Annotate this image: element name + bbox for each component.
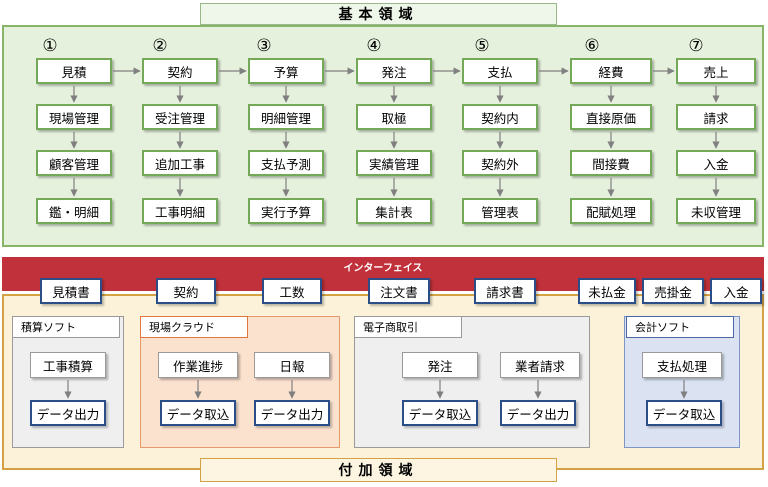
- head-keiyaku[interactable]: 契約: [142, 58, 218, 84]
- box-shiharai-shori[interactable]: 支払処理: [642, 352, 722, 378]
- item-kagami-meisai[interactable]: 鑑・明細: [36, 198, 112, 224]
- iface-nyukin[interactable]: 入金: [710, 278, 762, 304]
- panel-sekisan-title: 積算ソフト: [12, 316, 120, 338]
- item-kokyaku-kanri[interactable]: 顧客管理: [36, 150, 112, 176]
- head-keihi[interactable]: 経費: [570, 58, 652, 84]
- iface-miharaikin[interactable]: 未払金: [578, 278, 636, 304]
- panel-kaikei-soft: [624, 316, 740, 448]
- action-denshi-data-torikomi[interactable]: データ取込: [402, 400, 478, 426]
- step-number-2: ②: [152, 36, 168, 56]
- panel-denshi-title: 電子商取引: [354, 316, 462, 338]
- interface-label: インターフェイス: [343, 263, 423, 274]
- item-shukeihyo[interactable]: 集計表: [356, 198, 432, 224]
- panel-kaikei-title: 会計ソフト: [626, 316, 734, 338]
- item-kanrihyo[interactable]: 管理表: [462, 198, 538, 224]
- action-genba-data-torikomi[interactable]: データ取込: [160, 400, 236, 426]
- item-keiyaku-gai[interactable]: 契約外: [462, 150, 538, 176]
- item-juchu-kanri[interactable]: 受注管理: [142, 104, 218, 130]
- step-number-1: ①: [42, 36, 58, 56]
- action-denshi-data-shutsuryoku[interactable]: データ出力: [500, 400, 576, 426]
- head-uriage[interactable]: 売上: [676, 58, 756, 84]
- head-shiharai[interactable]: 支払: [462, 58, 538, 84]
- iface-seikyusho[interactable]: 請求書: [474, 278, 536, 304]
- step-number-5: ⑤: [474, 36, 490, 56]
- item-haifu-shori[interactable]: 配賦処理: [570, 198, 652, 224]
- box-gyosha-seikyu[interactable]: 業者請求: [500, 352, 580, 378]
- iface-chumonsho[interactable]: 注文書: [368, 278, 430, 304]
- panel-genba-cloud: [140, 316, 340, 448]
- iface-kosu[interactable]: 工数: [262, 278, 322, 304]
- box-koji-sekisan[interactable]: 工事積算: [30, 352, 106, 378]
- panel-denshi-shotorihiki: [354, 316, 590, 448]
- head-hachu[interactable]: 発注: [356, 58, 432, 84]
- item-genba-kanri[interactable]: 現場管理: [36, 104, 112, 130]
- item-mishu-kanri[interactable]: 未収管理: [676, 198, 756, 224]
- item-keiyaku-nai[interactable]: 契約内: [462, 104, 538, 130]
- iface-keiyaku[interactable]: 契約: [156, 278, 216, 304]
- item-jikko-yosan[interactable]: 実行予算: [248, 198, 324, 224]
- head-yosan[interactable]: 予算: [248, 58, 324, 84]
- iface-mitsumorisho[interactable]: 見積書: [40, 278, 102, 304]
- item-seikyu[interactable]: 請求: [676, 104, 756, 130]
- fuka-area-title: 付加領域: [200, 458, 557, 482]
- item-meisai-kanri[interactable]: 明細管理: [248, 104, 324, 130]
- action-sekisan-data-shutsuryoku[interactable]: データ出力: [30, 400, 106, 426]
- step-number-4: ④: [366, 36, 382, 56]
- step-number-6: ⑥: [584, 36, 600, 56]
- box-denshi-hachu[interactable]: 発注: [402, 352, 478, 378]
- step-number-7: ⑦: [688, 36, 704, 56]
- item-nyukin[interactable]: 入金: [676, 150, 756, 176]
- head-mitsumori[interactable]: 見積: [36, 58, 112, 84]
- item-koji-meisai[interactable]: 工事明細: [142, 198, 218, 224]
- kihon-area-title: 基本領域: [200, 3, 557, 25]
- action-kaikei-data-torikomi[interactable]: データ取込: [646, 400, 722, 426]
- iface-urikakekin[interactable]: 売掛金: [642, 278, 704, 304]
- item-chokusetsu-genka[interactable]: 直接原価: [570, 104, 652, 130]
- item-kansetsuhi[interactable]: 間接費: [570, 150, 652, 176]
- panel-genba-title: 現場クラウド: [140, 316, 248, 338]
- step-number-3: ③: [256, 36, 272, 56]
- item-torikime[interactable]: 取極: [356, 104, 432, 130]
- item-jisseki-kanri[interactable]: 実績管理: [356, 150, 432, 176]
- item-tsuika-koji[interactable]: 追加工事: [142, 150, 218, 176]
- action-genba-data-shutsuryoku[interactable]: データ出力: [254, 400, 330, 426]
- box-sagyo-shincho[interactable]: 作業進捗: [158, 352, 238, 378]
- item-shiharai-yosoku[interactable]: 支払予測: [248, 150, 324, 176]
- box-nippo[interactable]: 日報: [254, 352, 330, 378]
